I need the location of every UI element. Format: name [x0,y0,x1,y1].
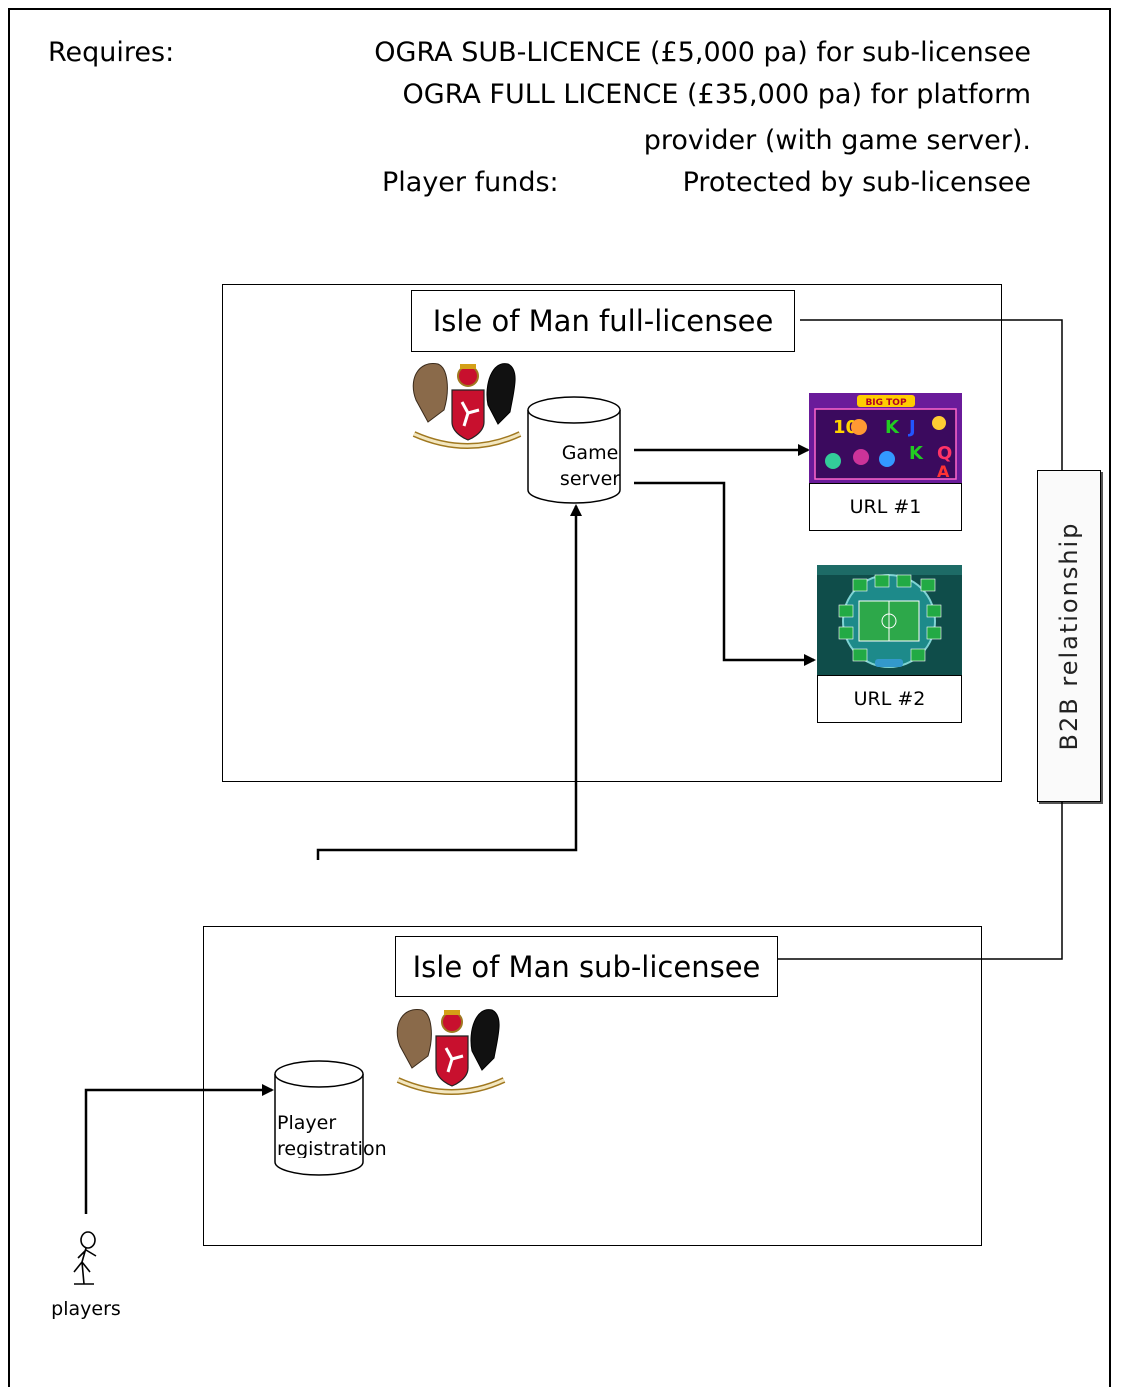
slot-game-screenshot: BIG TOP 10 K J K Q A [809,393,962,483]
slot-title: BIG TOP [865,398,907,408]
arrow-registration-to-server [316,504,582,860]
slot-symbol: K [909,443,924,464]
player-registration-label-line1: Player [277,1112,337,1134]
players-label: players [51,1298,121,1320]
player-stick-figure-icon [73,1231,97,1285]
requirement-full-licence: OGRA FULL LICENCE (£35,000 pa) for platf… [402,79,1031,110]
sub-licensee-region [203,926,982,1246]
requires-label: Requires: [48,37,175,68]
slot-symbol: J [907,417,916,438]
game-server-label-line1: Game [561,442,619,464]
slot-symbol: Q [937,443,952,464]
player-registration-cylinder [274,1060,364,1176]
diagram-frame [8,8,1111,1387]
requirement-full-licence-cont: provider (with game server). [643,125,1031,156]
slot-symbol: A [937,462,950,481]
url2-label: URL #2 [817,675,962,723]
slot-symbol: K [885,417,900,438]
requirement-sub-licence: OGRA SUB-LICENCE (£5,000 pa) for sub-lic… [374,37,1031,68]
b2b-connector-bottom [778,802,1063,960]
full-licensee-title: Isle of Man full-licensee [411,290,795,352]
isle-of-man-crest-icon [396,1009,506,1095]
sub-licensee-title: Isle of Man sub-licensee [395,936,778,997]
isle-of-man-crest-icon [412,363,522,449]
arrow-players-to-registration [84,1084,274,1214]
arrow-to-url2 [634,481,816,666]
game-server-label: Game server [540,440,640,492]
table-game-screenshot [817,565,962,675]
player-funds-label: Player funds: [382,167,559,198]
player-funds-value: Protected by sub-licensee [682,167,1031,198]
player-registration-label-line2: registration [277,1138,387,1158]
slot-symbol: 10 [833,417,858,438]
game-server-cylinder [527,396,621,504]
b2b-relationship-box: B2B relationship [1037,470,1101,802]
full-licensee-region [222,284,1002,782]
b2b-connector-top [800,319,1063,470]
url1-label: URL #1 [809,483,962,531]
game-server-label-line2: server [559,468,621,490]
player-registration-label: Player registration [277,1110,437,1158]
